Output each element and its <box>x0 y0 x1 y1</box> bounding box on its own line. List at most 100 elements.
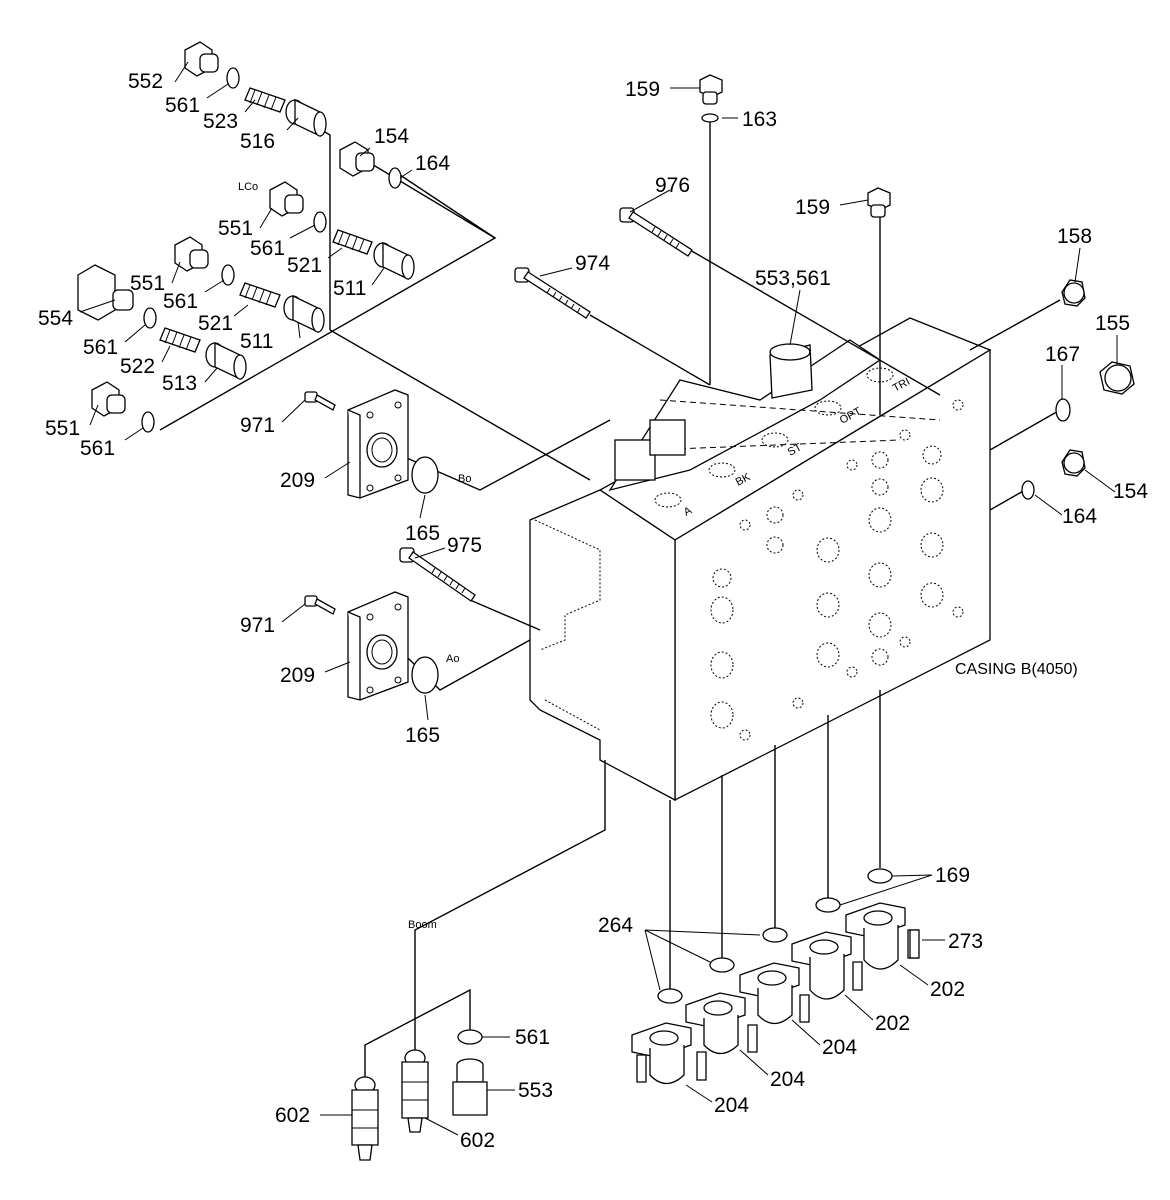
plunger-511-b <box>283 294 325 334</box>
plug-154-b <box>1061 449 1086 477</box>
spring-523 <box>244 87 286 113</box>
plunger-516 <box>285 98 327 138</box>
callout-158: 158 <box>1057 225 1092 248</box>
callout-163: 163 <box>742 108 777 131</box>
o-ring-169-b <box>815 897 841 913</box>
callout-551-a: 551 <box>218 217 253 240</box>
callout-154-b: 154 <box>1113 480 1148 503</box>
callout-971-b: 971 <box>240 614 275 637</box>
front-face-ports <box>710 399 964 741</box>
plunger-511-a <box>373 241 415 281</box>
valve-casing-block: A BK ST OPT TRI <box>529 317 1078 802</box>
port-label-ao: Ao <box>446 653 459 665</box>
callout-561-c: 561 <box>163 290 198 313</box>
callout-561-b: 561 <box>250 237 285 260</box>
o-ring-165-b <box>411 656 439 694</box>
plug-159-b <box>867 187 891 218</box>
cover-202-a <box>845 902 919 970</box>
callout-561-e: 561 <box>80 437 115 460</box>
o-ring-167 <box>1055 398 1071 422</box>
callout-264: 264 <box>598 914 633 937</box>
callout-leaders <box>79 61 1118 1136</box>
callout-204-c: 204 <box>714 1094 749 1117</box>
plug-159-a <box>699 74 723 105</box>
callout-511-a: 511 <box>333 277 366 300</box>
callout-511-b: 511 <box>240 330 273 353</box>
o-ring-264-a <box>762 927 788 943</box>
callout-169: 169 <box>935 864 970 887</box>
callout-155: 155 <box>1095 312 1130 335</box>
plug-551-c <box>91 381 126 417</box>
spring-521-a <box>332 229 373 255</box>
callout-159-b: 159 <box>795 196 830 219</box>
bolt-971-a <box>304 391 336 411</box>
o-ring-169-a <box>867 868 893 884</box>
callout-561-d: 561 <box>83 336 118 359</box>
callout-516: 516 <box>240 130 275 153</box>
casing-label: CASING B(4050) <box>955 661 1078 678</box>
o-ring-264-b <box>709 957 735 973</box>
callout-523: 523 <box>203 110 238 133</box>
callout-561-f: 561 <box>515 1026 550 1049</box>
bolt-974 <box>514 267 591 319</box>
callout-522: 522 <box>120 355 155 378</box>
callout-513: 513 <box>162 372 197 395</box>
callout-553-561: 553,561 <box>755 267 831 290</box>
o-ring-164-a <box>388 167 402 189</box>
callout-552: 552 <box>128 70 163 93</box>
plug-158 <box>1061 279 1086 307</box>
o-ring-561-e <box>141 411 155 433</box>
port-label-bo: Bo <box>458 473 471 485</box>
callout-971-a: 971 <box>240 414 275 437</box>
o-ring-561-a <box>226 67 240 89</box>
o-ring-163 <box>701 113 719 123</box>
callout-975: 975 <box>447 534 482 557</box>
port-label-lco: LCo <box>238 181 258 193</box>
bolt-975 <box>399 547 476 602</box>
callout-551-b: 551 <box>130 272 165 295</box>
pressure-switch-602-b <box>401 1049 429 1133</box>
callout-273: 273 <box>948 930 983 953</box>
port-label-st: ST <box>786 441 804 458</box>
callout-204-b: 204 <box>770 1068 805 1091</box>
cover-204-b <box>685 992 758 1055</box>
callout-553: 553 <box>518 1079 553 1102</box>
o-ring-264-c <box>657 988 683 1004</box>
callout-154-a: 154 <box>374 125 409 148</box>
plug-554 <box>77 264 134 321</box>
o-ring-561-d <box>143 307 157 329</box>
callout-202-b: 202 <box>875 1012 910 1035</box>
sensor-553 <box>452 1058 488 1116</box>
plug-154-a <box>339 141 375 177</box>
callout-165-b: 165 <box>405 724 440 747</box>
bolt-273 <box>909 929 920 959</box>
cover-202-b <box>791 931 863 1000</box>
cover-204-a <box>739 962 810 1025</box>
o-ring-561-c <box>221 264 235 286</box>
o-ring-165-a <box>411 456 439 494</box>
pressure-switch-602-a <box>351 1076 379 1161</box>
plug-551-a <box>269 181 304 217</box>
callout-164-b: 164 <box>1062 505 1097 528</box>
callout-167: 167 <box>1045 343 1080 366</box>
callout-554: 554 <box>38 307 73 330</box>
bolt-976 <box>619 207 693 257</box>
plug-155 <box>1099 361 1135 395</box>
spring-521-b <box>239 282 281 308</box>
callout-numbers: 552 561 523 516 154 164 551 561 521 511 … <box>38 70 1148 1152</box>
o-ring-561-f <box>457 1029 483 1045</box>
cover-204-c <box>631 1022 707 1085</box>
plug-551-b <box>174 236 209 272</box>
o-ring-164-b <box>1021 480 1035 500</box>
flange-209-a <box>347 389 409 499</box>
callout-159-a: 159 <box>625 78 660 101</box>
callout-164-a: 164 <box>415 152 450 175</box>
plug-552 <box>184 41 219 77</box>
spring-522 <box>159 327 201 353</box>
callout-521-b: 521 <box>198 312 233 335</box>
port-label-boom: Boom <box>408 919 437 931</box>
callout-551-c: 551 <box>45 417 80 440</box>
callout-974: 974 <box>575 252 610 275</box>
o-ring-561-b <box>313 211 327 233</box>
